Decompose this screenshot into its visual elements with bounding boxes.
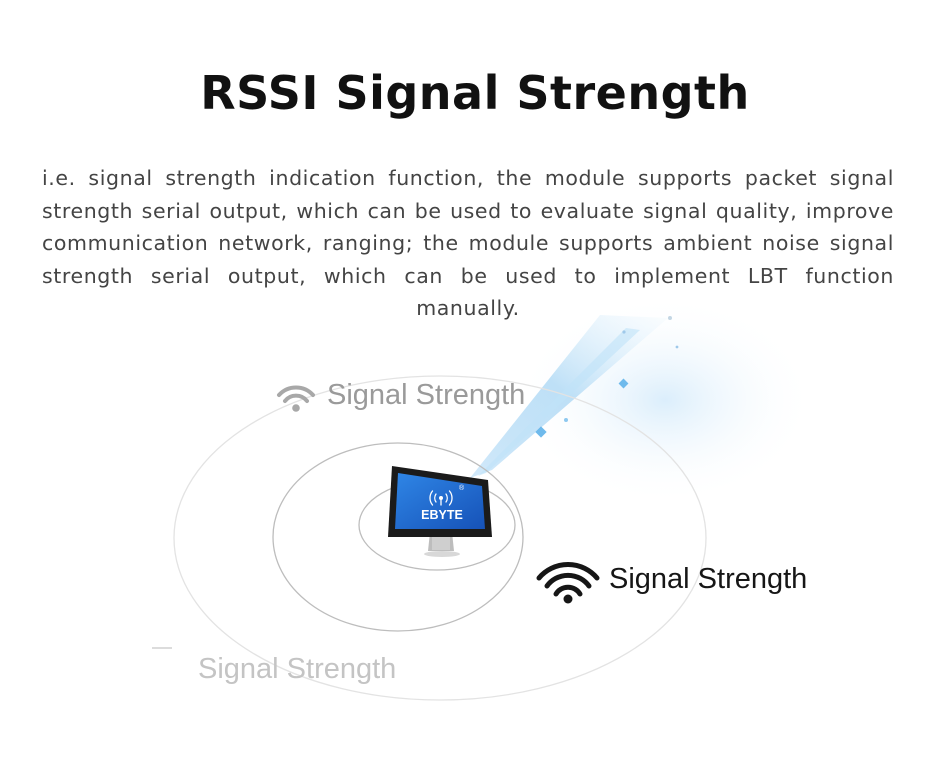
page-title: RSSI Signal Strength [200, 66, 750, 120]
monitor [388, 466, 492, 557]
signal-rings [173, 375, 707, 701]
beam-particles [535, 316, 679, 438]
signal-strength-label-right: Signal Strength [609, 563, 808, 595]
wifi-icon [277, 385, 315, 412]
signal-strength-label-top: Signal Strength [327, 379, 526, 411]
description-text: i.e. signal strength indication function… [42, 166, 894, 320]
registered-mark: ® [459, 484, 465, 492]
broadcast-icon [429, 490, 453, 506]
wifi-icon [536, 562, 600, 604]
signal-beam [470, 295, 815, 505]
signal-strength-label-bottom: Signal Strength [198, 653, 397, 685]
brand-logo: EBYTE [421, 508, 463, 522]
